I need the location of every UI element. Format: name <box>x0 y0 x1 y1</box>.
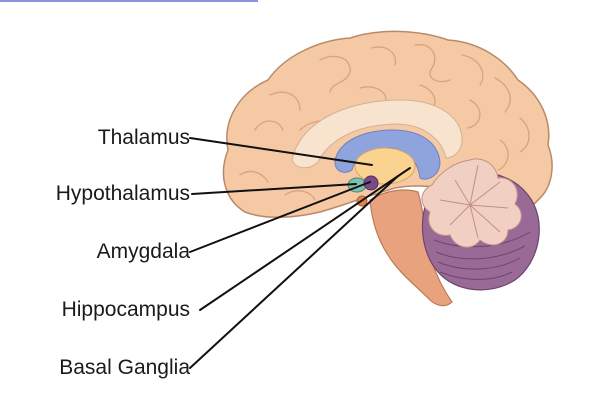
lateral-ventricle <box>334 129 441 180</box>
cerebellum <box>421 158 540 291</box>
amygdala-leader-line <box>189 181 371 253</box>
hippocampus-leader-line <box>199 167 411 311</box>
top-accent-bar <box>0 0 258 2</box>
label-hypothalamus: Hypothalamus <box>55 182 190 205</box>
thalamus-region <box>354 147 416 185</box>
amygdala-region <box>363 175 379 191</box>
label-basal-ganglia: Basal Ganglia <box>59 356 190 379</box>
arbor-vitae <box>421 158 522 248</box>
thalamus-leader-line <box>189 137 373 166</box>
label-amygdala: Amygdala <box>96 240 190 263</box>
label-thalamus: Thalamus <box>97 126 190 149</box>
basal-ganglia-leader-line <box>189 175 399 369</box>
hypothalamus-leader-line <box>191 183 357 195</box>
label-hippocampus: Hippocampus <box>61 298 190 321</box>
brainstem <box>369 189 453 307</box>
